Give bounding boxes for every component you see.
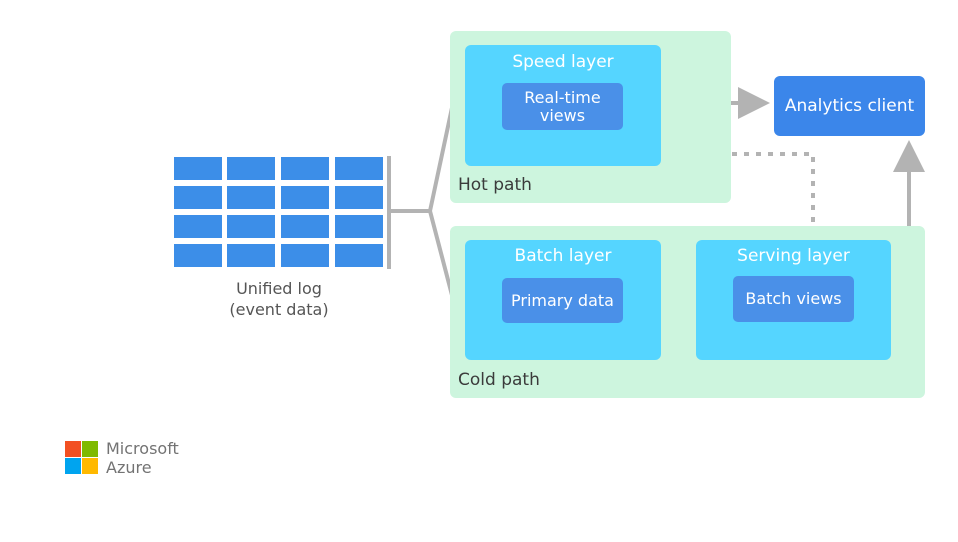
logo-square-red <box>65 441 81 457</box>
microsoft-logo-icon <box>65 441 98 474</box>
batch-views-box: Batch views <box>733 276 854 322</box>
analytics-client-box: Analytics client <box>774 76 925 136</box>
primary-data-box: Primary data <box>502 278 623 323</box>
log-cell <box>335 244 383 267</box>
log-cell <box>227 215 275 238</box>
microsoft-azure-wordmark: Microsoft Azure <box>106 439 179 477</box>
primary-data-label: Primary data <box>511 290 614 310</box>
log-cell <box>174 215 222 238</box>
serving-layer: Serving layer Batch views <box>696 240 891 360</box>
log-cell <box>281 244 329 267</box>
logo-square-blue <box>65 458 81 474</box>
hot-path-label: Hot path <box>458 175 532 195</box>
log-cell <box>174 186 222 209</box>
speed-layer-title: Speed layer <box>512 52 614 72</box>
logo-square-yellow <box>82 458 98 474</box>
log-cell <box>227 157 275 180</box>
logo-line-microsoft: Microsoft <box>106 439 179 458</box>
log-cell <box>281 215 329 238</box>
log-cell <box>335 215 383 238</box>
log-cell <box>227 244 275 267</box>
cold-path-label: Cold path <box>458 370 540 390</box>
batch-layer-title: Batch layer <box>514 246 612 266</box>
analytics-client-label: Analytics client <box>784 96 915 116</box>
logo-line-azure: Azure <box>106 458 152 477</box>
unified-log-subtitle: (event data) <box>229 300 329 319</box>
real-time-views-line1: Real-time <box>524 87 601 107</box>
log-cell <box>281 157 329 180</box>
real-time-views-box: Real-time views <box>502 83 623 130</box>
unified-log-caption: Unified log (event data) <box>174 278 384 320</box>
batch-layer: Batch layer Primary data <box>465 240 661 360</box>
log-cell <box>227 186 275 209</box>
log-cell <box>335 186 383 209</box>
log-cell <box>174 157 222 180</box>
unified-log-title: Unified log <box>236 279 322 298</box>
speed-layer: Speed layer Real-time views <box>465 45 661 166</box>
logo-square-green <box>82 441 98 457</box>
log-cell <box>174 244 222 267</box>
serving-layer-title: Serving layer <box>737 246 850 266</box>
log-cell <box>335 157 383 180</box>
real-time-views-line2: views <box>539 105 586 125</box>
batch-views-label: Batch views <box>745 289 842 308</box>
unified-log-grid <box>174 157 384 268</box>
log-cell <box>281 186 329 209</box>
